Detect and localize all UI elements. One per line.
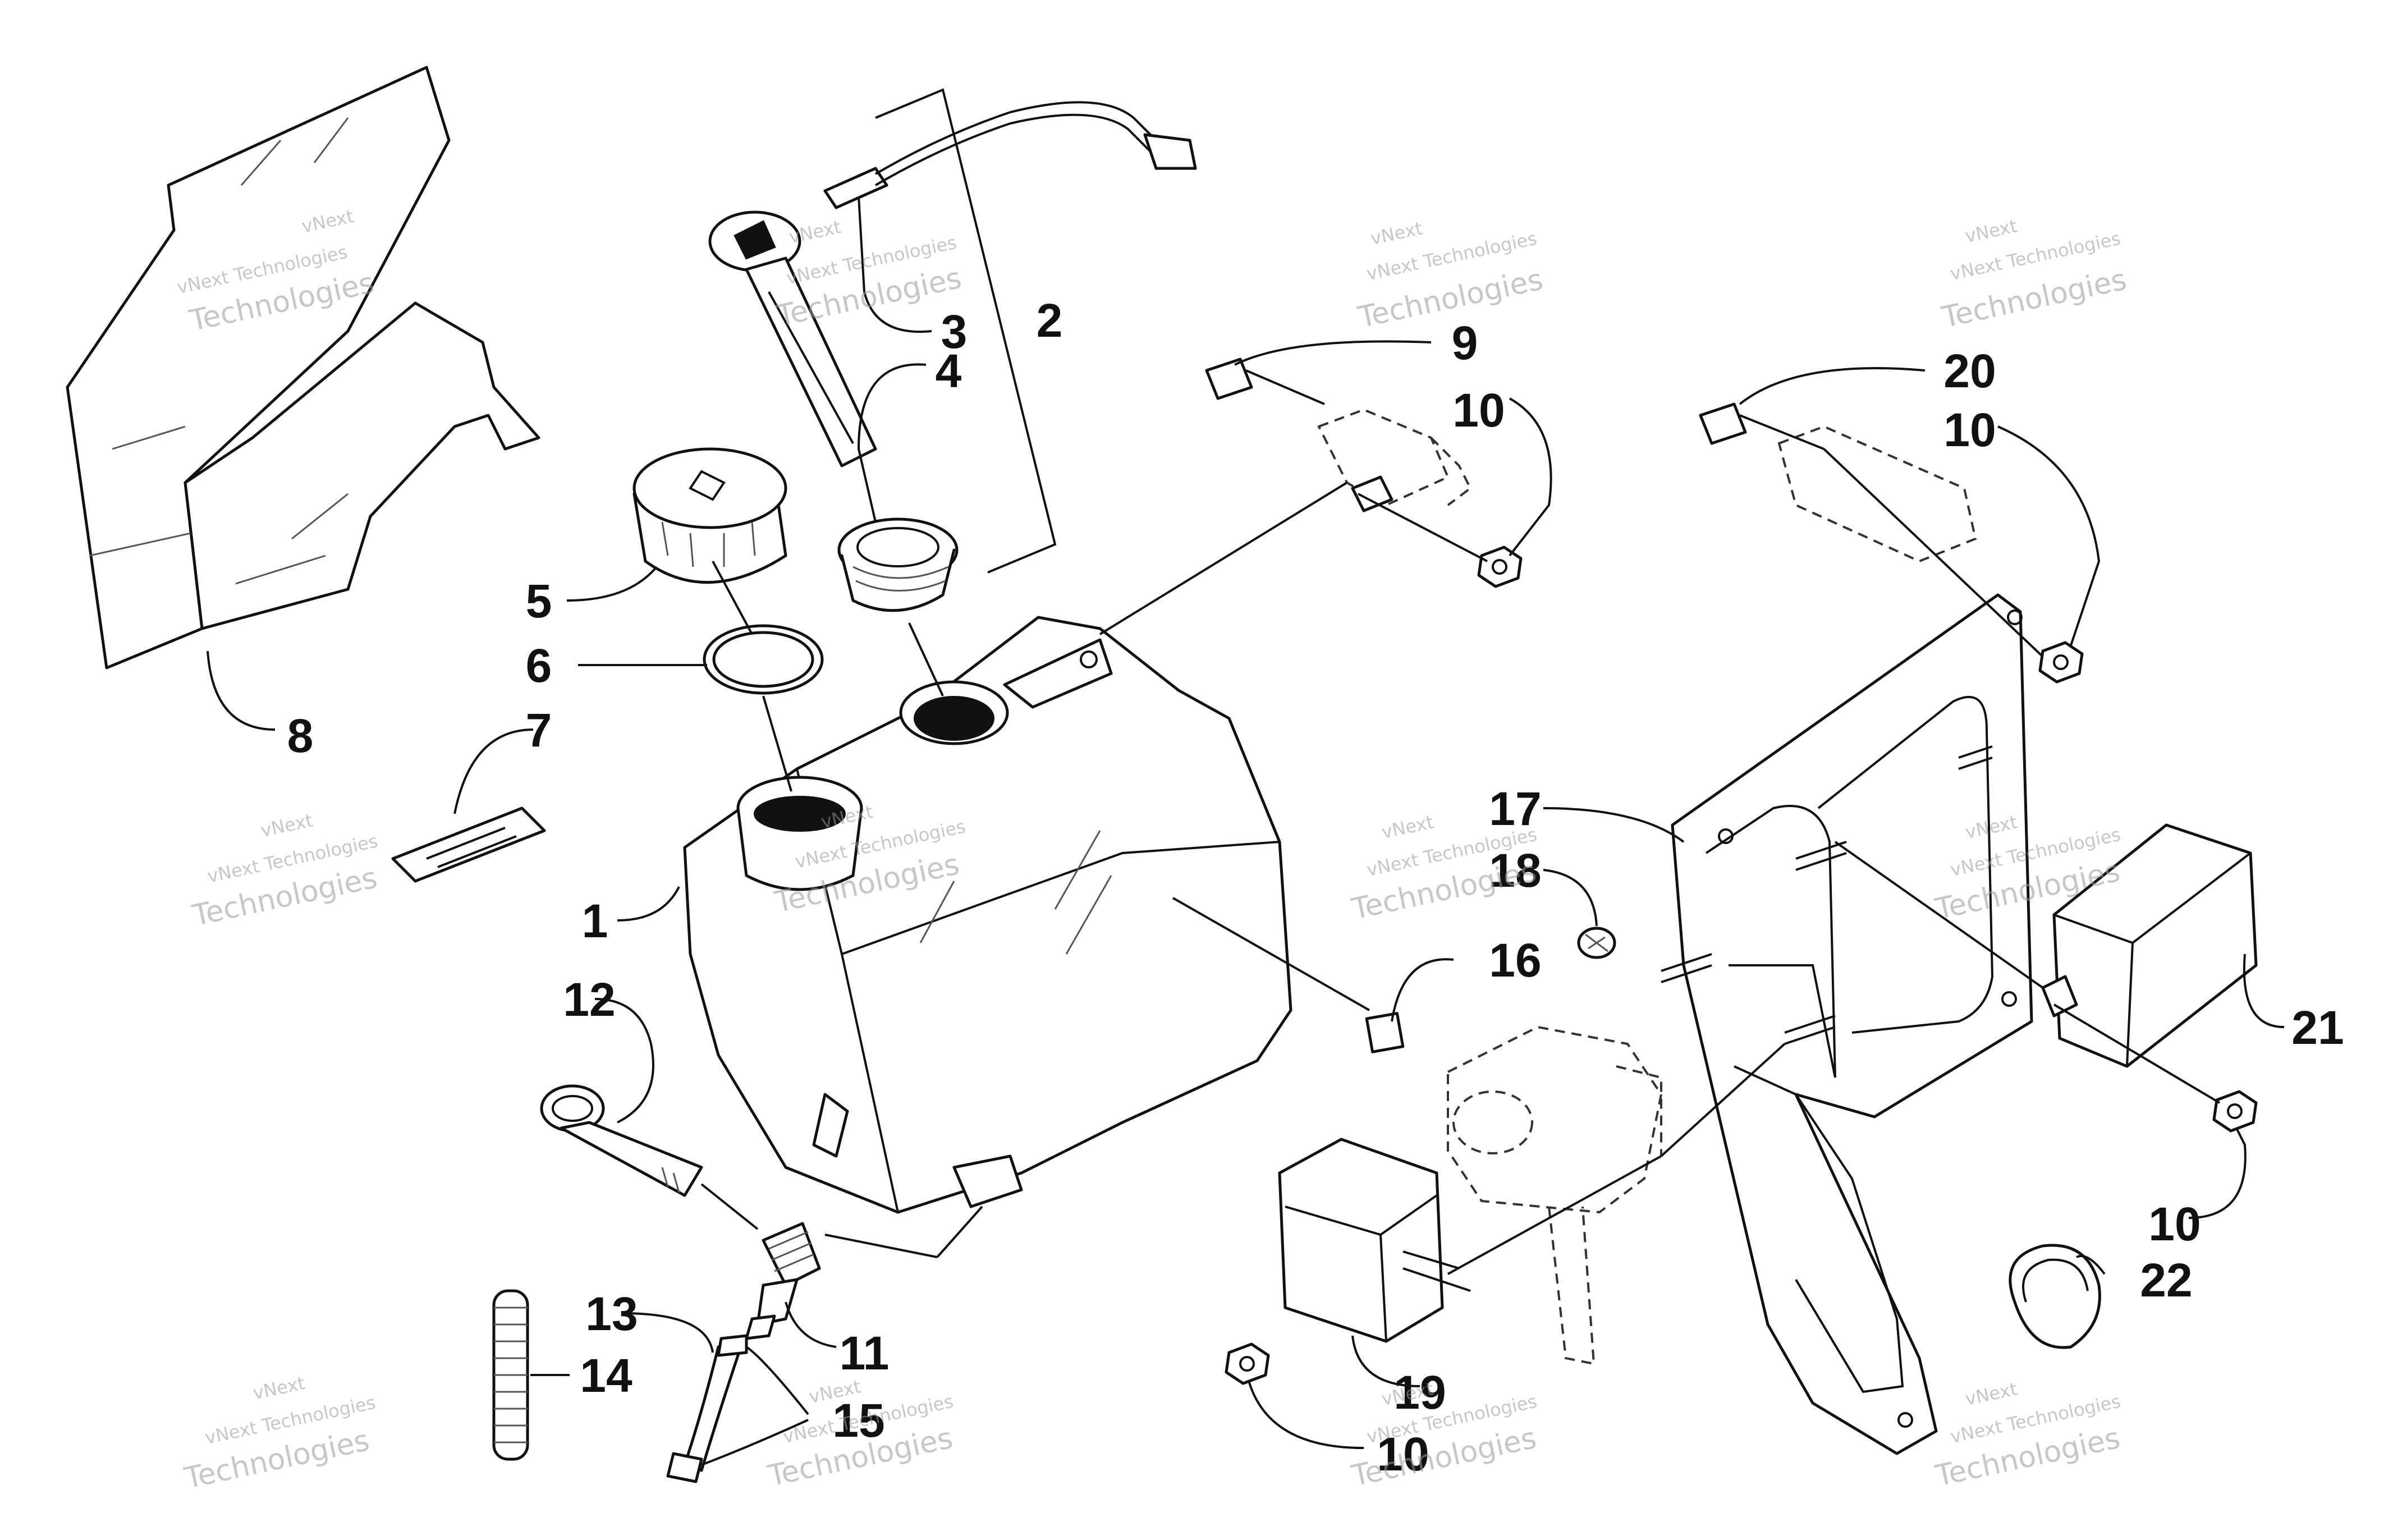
- tie-strap: [540, 1084, 703, 1197]
- leader-lines: [207, 196, 2285, 1466]
- callout-13: 13: [585, 1287, 638, 1340]
- heat-shield-panel: [66, 66, 540, 670]
- callout-17: 17: [1489, 782, 1541, 835]
- callout-20: 20: [1943, 345, 1996, 397]
- callout-5: 5: [526, 575, 552, 627]
- oil-level-sensor: [708, 101, 1197, 467]
- hex-nuts: [1225, 546, 2258, 1385]
- small-label: [1365, 1012, 1405, 1053]
- watermark-5: vNext vNext Technologies Technologies: [189, 810, 380, 933]
- watermark-3: vNext vNext Technologies Technologies: [1355, 218, 1546, 335]
- callout-21: 21: [2291, 1001, 2344, 1054]
- watermark-9: vNext vNext Technologies Technologies: [181, 1372, 377, 1496]
- watermark-10: vNext vNext Technologies Technologies: [765, 1376, 956, 1493]
- svg-text:vNext: vNext: [787, 216, 843, 248]
- rear-mount-bracket: [1699, 402, 1977, 563]
- callout-11: 11: [840, 1327, 890, 1379]
- callout-10-bottom: 10: [1377, 1428, 1429, 1481]
- watermark-2: vNext vNext Technologies Technologies: [773, 216, 964, 333]
- pump-cover: [1278, 1138, 1471, 1343]
- warning-decal: [391, 806, 546, 883]
- callout-14: 14: [580, 1349, 632, 1402]
- tank-cap: [632, 447, 787, 584]
- callout-7: 7: [526, 704, 552, 757]
- callout-22: 22: [2140, 1254, 2192, 1307]
- callout-3: 3: [941, 305, 968, 358]
- hose-clamp-ring: [2009, 1244, 2101, 1349]
- callout-10-upper: 10: [1452, 384, 1505, 437]
- callout-10-lower-right: 10: [2148, 1198, 2201, 1250]
- upper-mount-bracket: [1205, 358, 1472, 512]
- hose-fitting: [745, 1222, 821, 1340]
- svg-text:vNext: vNext: [1963, 215, 2019, 247]
- callout-19: 19: [1393, 1366, 1446, 1419]
- svg-text:vNext: vNext: [251, 1372, 306, 1404]
- o-ring-seal: [703, 624, 824, 695]
- callout-4: 4: [936, 345, 962, 397]
- control-module: [2041, 823, 2258, 1068]
- hose-coil: [492, 1289, 529, 1461]
- callout-2: 2: [1037, 294, 1063, 347]
- callout-1: 1: [582, 895, 608, 947]
- callout-12: 12: [563, 973, 615, 1026]
- oil-pump-assembly: [1447, 1025, 1663, 1365]
- callout-8: 8: [287, 709, 314, 762]
- oil-hose: [666, 1334, 748, 1483]
- callout-10-right: 10: [1943, 404, 1996, 456]
- svg-text:vNext: vNext: [1369, 218, 1424, 250]
- callout-16: 16: [1489, 934, 1541, 987]
- callout-18: 18: [1489, 844, 1541, 897]
- oil-tank: [683, 616, 1292, 1214]
- callout-labels: 1 2 3 4 5 6 7 8 9 10 10 10 10 11 12 13 1…: [287, 294, 2344, 1481]
- filler-grommet: [837, 517, 959, 612]
- mounting-plate: [1661, 593, 2033, 1455]
- callout-9: 9: [1452, 317, 1478, 369]
- svg-text:vNext: vNext: [1963, 1378, 2019, 1410]
- callout-15: 15: [832, 1394, 884, 1447]
- svg-text:vNext: vNext: [1379, 811, 1435, 843]
- part-2-bracket: [875, 88, 1057, 574]
- watermark-4: vNext vNext Technologies Technologies: [1938, 215, 2129, 334]
- callout-6: 6: [526, 639, 552, 692]
- rubber-bushing: [1577, 927, 1616, 959]
- watermark-12: vNext vNext Technologies Technologies: [1932, 1378, 2123, 1493]
- svg-text:vNext: vNext: [259, 810, 314, 842]
